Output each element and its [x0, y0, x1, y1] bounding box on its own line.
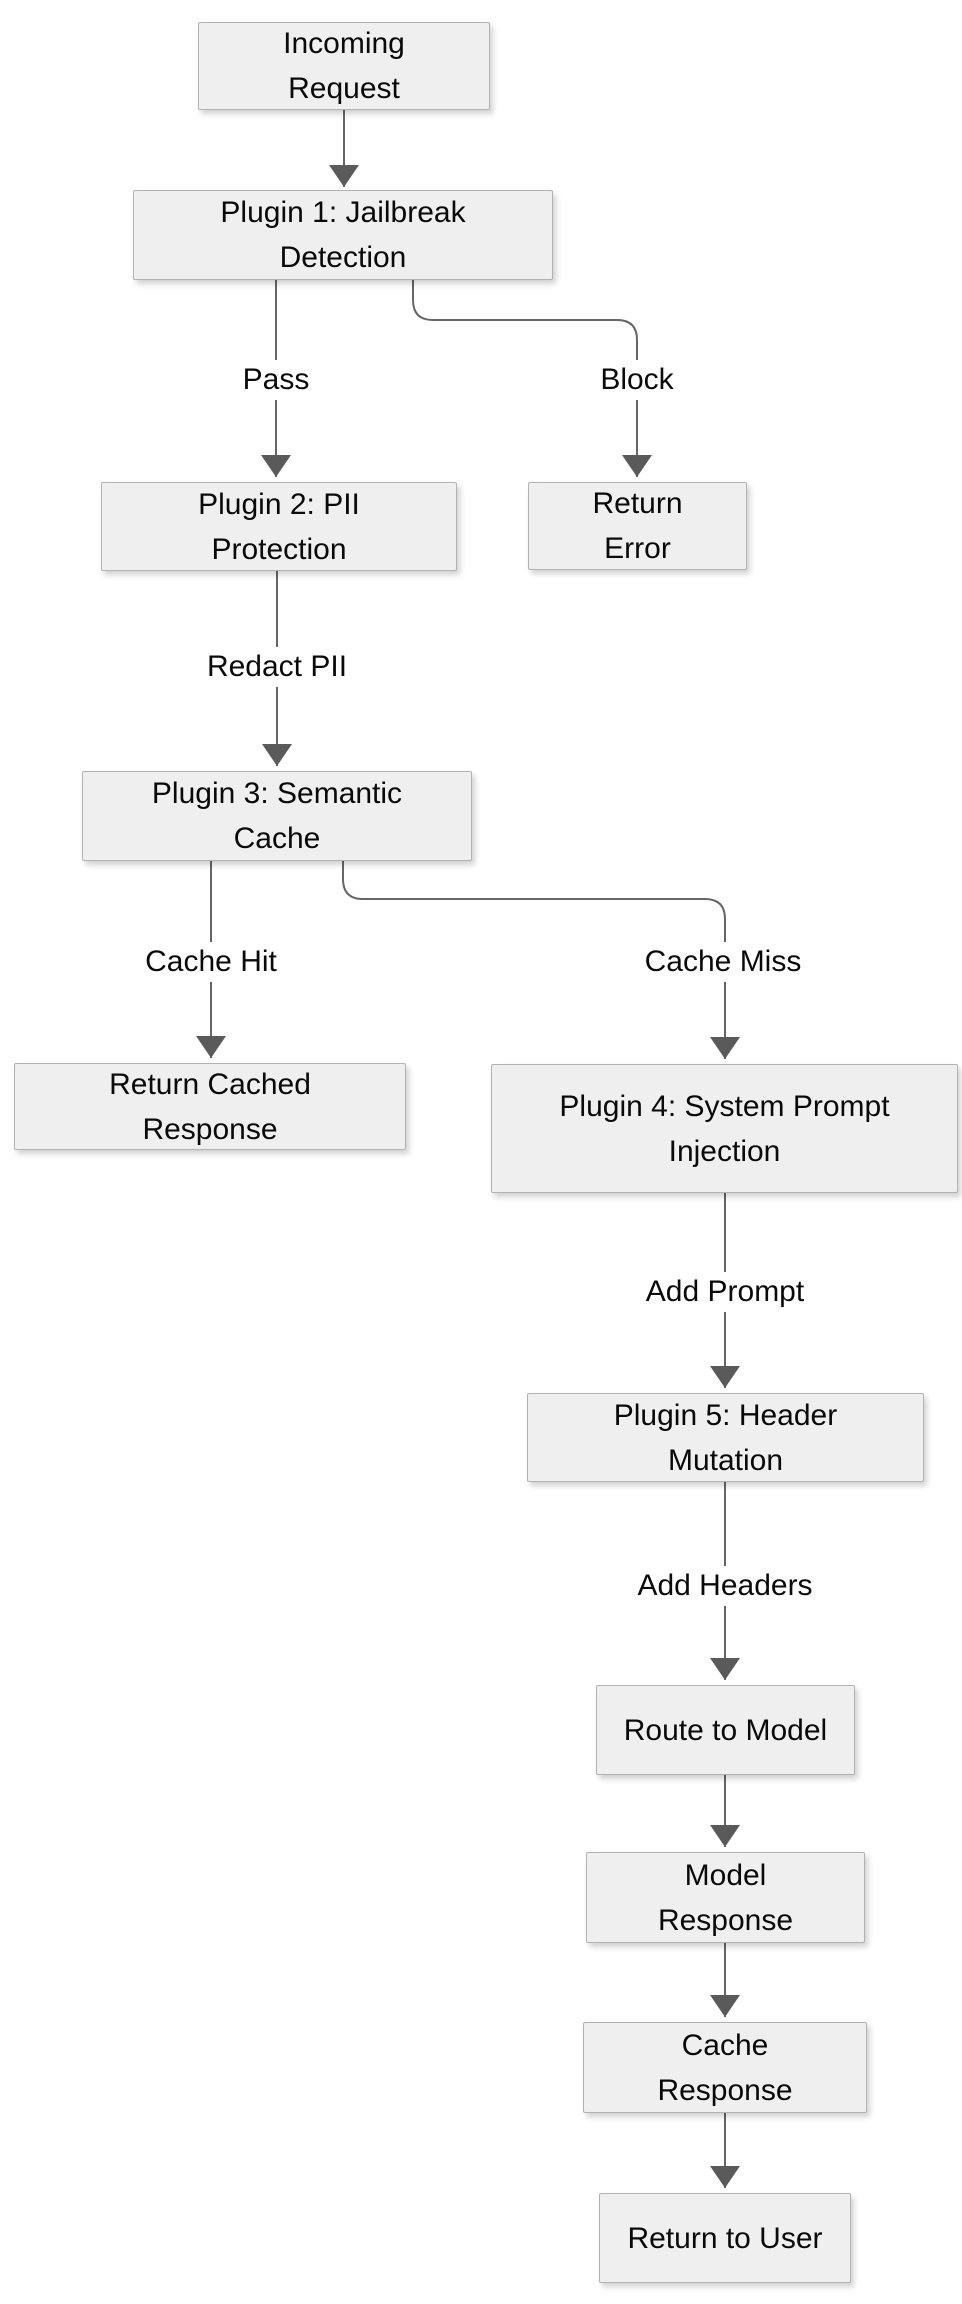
node-label: Return to User [627, 2221, 823, 2255]
node-label: Plugin 2: PII Protection [198, 487, 360, 566]
node-label: Cache Response [657, 2028, 793, 2107]
edge-label-add-headers: Add Headers [629, 1566, 821, 1606]
node-label: Return Error [592, 487, 683, 565]
edge-plugin1-to-return-error [412, 280, 652, 477]
edge-label-cache-hit: Cache Hit [137, 942, 285, 982]
node-label: Plugin 4: System Prompt Injection [559, 1089, 890, 1168]
node-label: Plugin 1: Jailbreak Detection [220, 196, 466, 274]
node-return-cached: Return Cached Response [14, 1063, 406, 1150]
node-plugin1: Plugin 1: Jailbreak Detection [133, 190, 553, 280]
edge-label-redact-pii: Redact PII [198, 647, 356, 687]
node-label: Route to Model [623, 1713, 828, 1747]
node-return-error: Return Error [528, 482, 747, 570]
node-return-user: Return to User [599, 2193, 851, 2283]
node-route: Route to Model [596, 1685, 855, 1775]
node-incoming: Incoming Request [198, 22, 490, 110]
node-label: Plugin 5: Header Mutation [613, 1398, 838, 1477]
node-plugin2: Plugin 2: PII Protection [101, 482, 457, 571]
node-model: Model Response [586, 1852, 865, 1943]
edge-label-pass: Pass [234, 360, 318, 400]
node-label: Plugin 3: Semantic Cache [151, 777, 403, 855]
node-label: Return Cached Response [109, 1067, 311, 1146]
edge-label-block: Block [592, 360, 682, 400]
node-label: Model Response [657, 1858, 794, 1937]
node-plugin5: Plugin 5: Header Mutation [527, 1393, 924, 1482]
node-cache-resp: Cache Response [583, 2022, 867, 2113]
node-plugin4: Plugin 4: System Prompt Injection [491, 1064, 958, 1193]
edge-label-cache-miss: Cache Miss [636, 942, 810, 982]
node-plugin3: Plugin 3: Semantic Cache [82, 771, 472, 861]
edge-label-add-prompt: Add Prompt [637, 1272, 813, 1312]
node-label: Incoming Request [283, 27, 405, 105]
edge-plugin3-to-plugin4 [342, 861, 740, 1059]
